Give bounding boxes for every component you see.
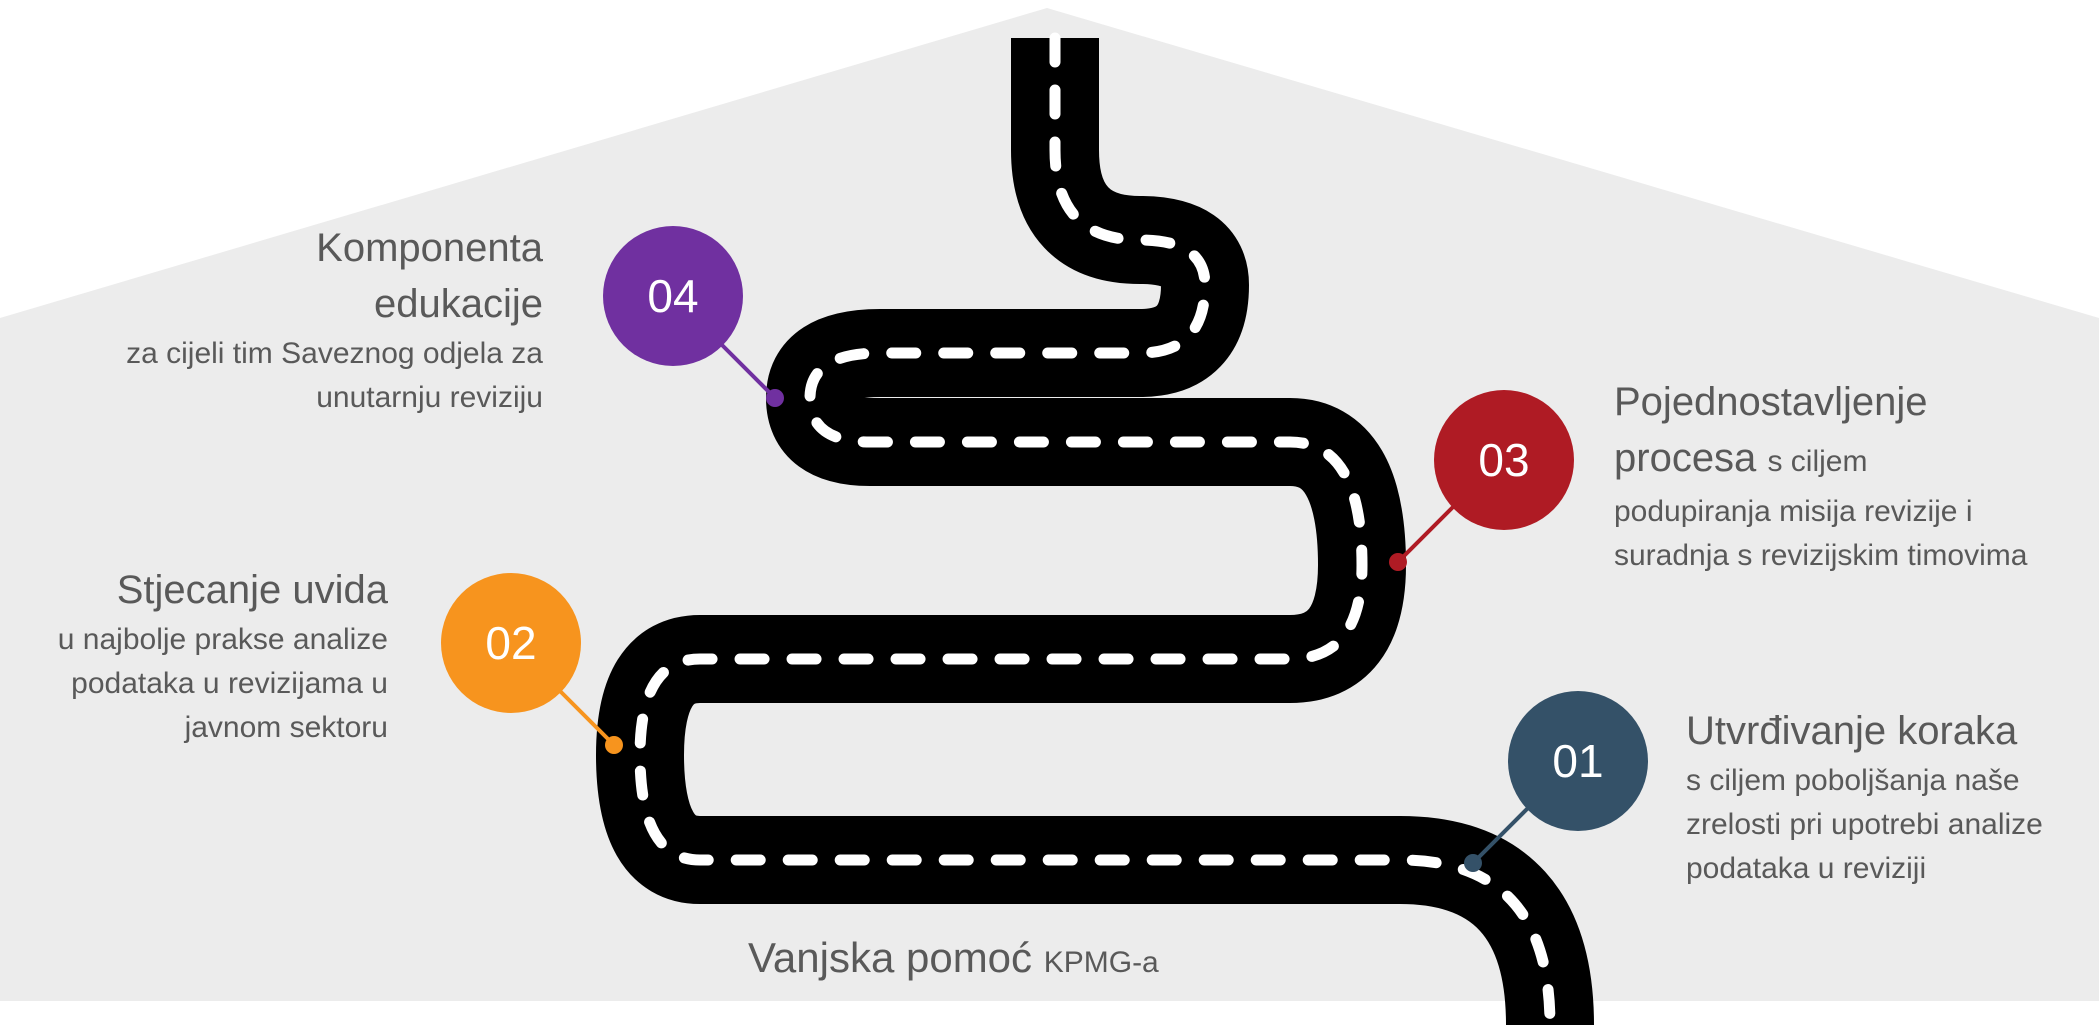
milestone-text-01: Utvrđivanje koraka s ciljem poboljšanja … bbox=[1686, 703, 2099, 891]
connector-line-02 bbox=[555, 686, 616, 747]
milestone-description: podupiranja misija revizije i suradnja s… bbox=[1614, 495, 2028, 572]
foundation-main: Vanjska pomoć bbox=[748, 934, 1033, 981]
connector-dot-03 bbox=[1389, 553, 1407, 571]
foundation-caption: Vanjska pomoć KPMG-a bbox=[748, 934, 1159, 982]
milestone-title-line2: procesa bbox=[1614, 436, 1757, 480]
milestone-description: u najbolje prakse analize podataka u rev… bbox=[57, 623, 388, 744]
connector-line-01 bbox=[1471, 804, 1532, 865]
milestone-number: 01 bbox=[1552, 735, 1604, 787]
milestone-title-line2: edukacije bbox=[373, 282, 543, 326]
road-center-line bbox=[634, 32, 1556, 1025]
milestone-description: s ciljem poboljšanja naše zrelosti pri u… bbox=[1686, 764, 2043, 885]
milestone-number: 02 bbox=[485, 617, 537, 669]
milestone-description: za cijeli tim Saveznog odjela za unutarn… bbox=[126, 337, 543, 414]
milestone-text-02: Stjecanje uvida u najbolje prakse analiz… bbox=[0, 562, 388, 750]
milestone-circle-04: 04 bbox=[603, 226, 743, 366]
connector-line-03 bbox=[1396, 502, 1458, 564]
milestone-text-03: Pojednostavljenje procesa s ciljem podup… bbox=[1614, 374, 2034, 578]
milestone-title: Stjecanje uvida bbox=[116, 568, 388, 612]
milestone-number: 04 bbox=[647, 270, 699, 322]
milestone-circle-02: 02 bbox=[441, 573, 581, 713]
milestone-title-line1: Komponenta bbox=[316, 226, 543, 270]
milestone-title: Utvrđivanje koraka bbox=[1686, 709, 2018, 753]
milestone-circle-03: 03 bbox=[1434, 390, 1574, 530]
milestone-number: 03 bbox=[1478, 434, 1530, 486]
connector-dot-01 bbox=[1464, 854, 1482, 872]
connector-dot-02 bbox=[605, 736, 623, 754]
milestone-title-line2-wrapper: procesa s ciljem bbox=[1614, 430, 2034, 490]
milestone-description-inline: s ciljem bbox=[1767, 445, 1868, 478]
connector-dot-04 bbox=[766, 389, 784, 407]
milestone-text-04: Komponenta edukacije za cijeli tim Savez… bbox=[80, 220, 543, 420]
milestone-circle-01: 01 bbox=[1508, 691, 1648, 831]
foundation-sub: KPMG-a bbox=[1043, 946, 1159, 979]
milestone-title-line1: Pojednostavljenje bbox=[1614, 380, 1928, 424]
connector-line-04 bbox=[718, 341, 777, 400]
